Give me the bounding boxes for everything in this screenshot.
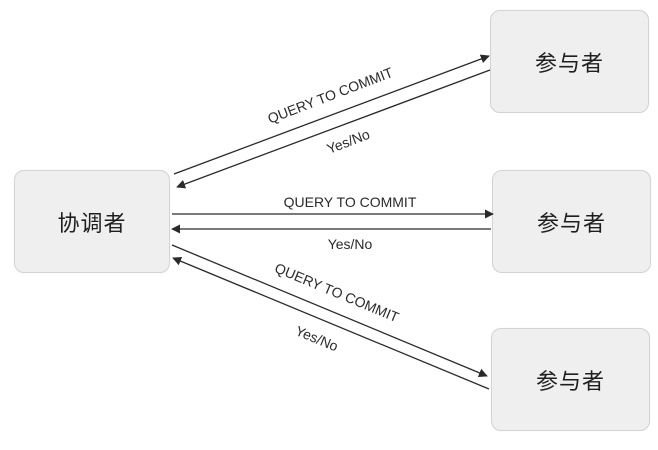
participant-label-3: 参与者 (535, 369, 605, 395)
edge-p1-reply-arrow (176, 69, 491, 189)
participant-label-1: 参与者 (534, 51, 604, 77)
participant-node-1: 参与者 (490, 10, 649, 113)
participant-node-2: 参与者 (492, 170, 651, 273)
edge-p1-query-label: QUERY TO COMMIT (265, 64, 395, 127)
edge-p3-query-label: QUERY TO COMMIT (273, 260, 402, 326)
participant-node-3: 参与者 (491, 328, 650, 431)
edge-p3-reply-label: Yes/No (293, 322, 341, 354)
participant-label-2: 参与者 (536, 211, 606, 237)
edge-p2-query-label: QUERY TO COMMIT (284, 194, 417, 210)
edge-p3-reply-arrow (172, 256, 490, 390)
edge-p1-reply-label: Yes/No (325, 126, 373, 157)
coordinator-node: 协调者 (14, 170, 170, 273)
edge-p1-query-arrow (173, 54, 490, 175)
edge-p3-query-arrow (171, 244, 488, 378)
coordinator-label: 协调者 (57, 211, 127, 237)
edge-p2-reply-label: Yes/No (328, 236, 373, 252)
